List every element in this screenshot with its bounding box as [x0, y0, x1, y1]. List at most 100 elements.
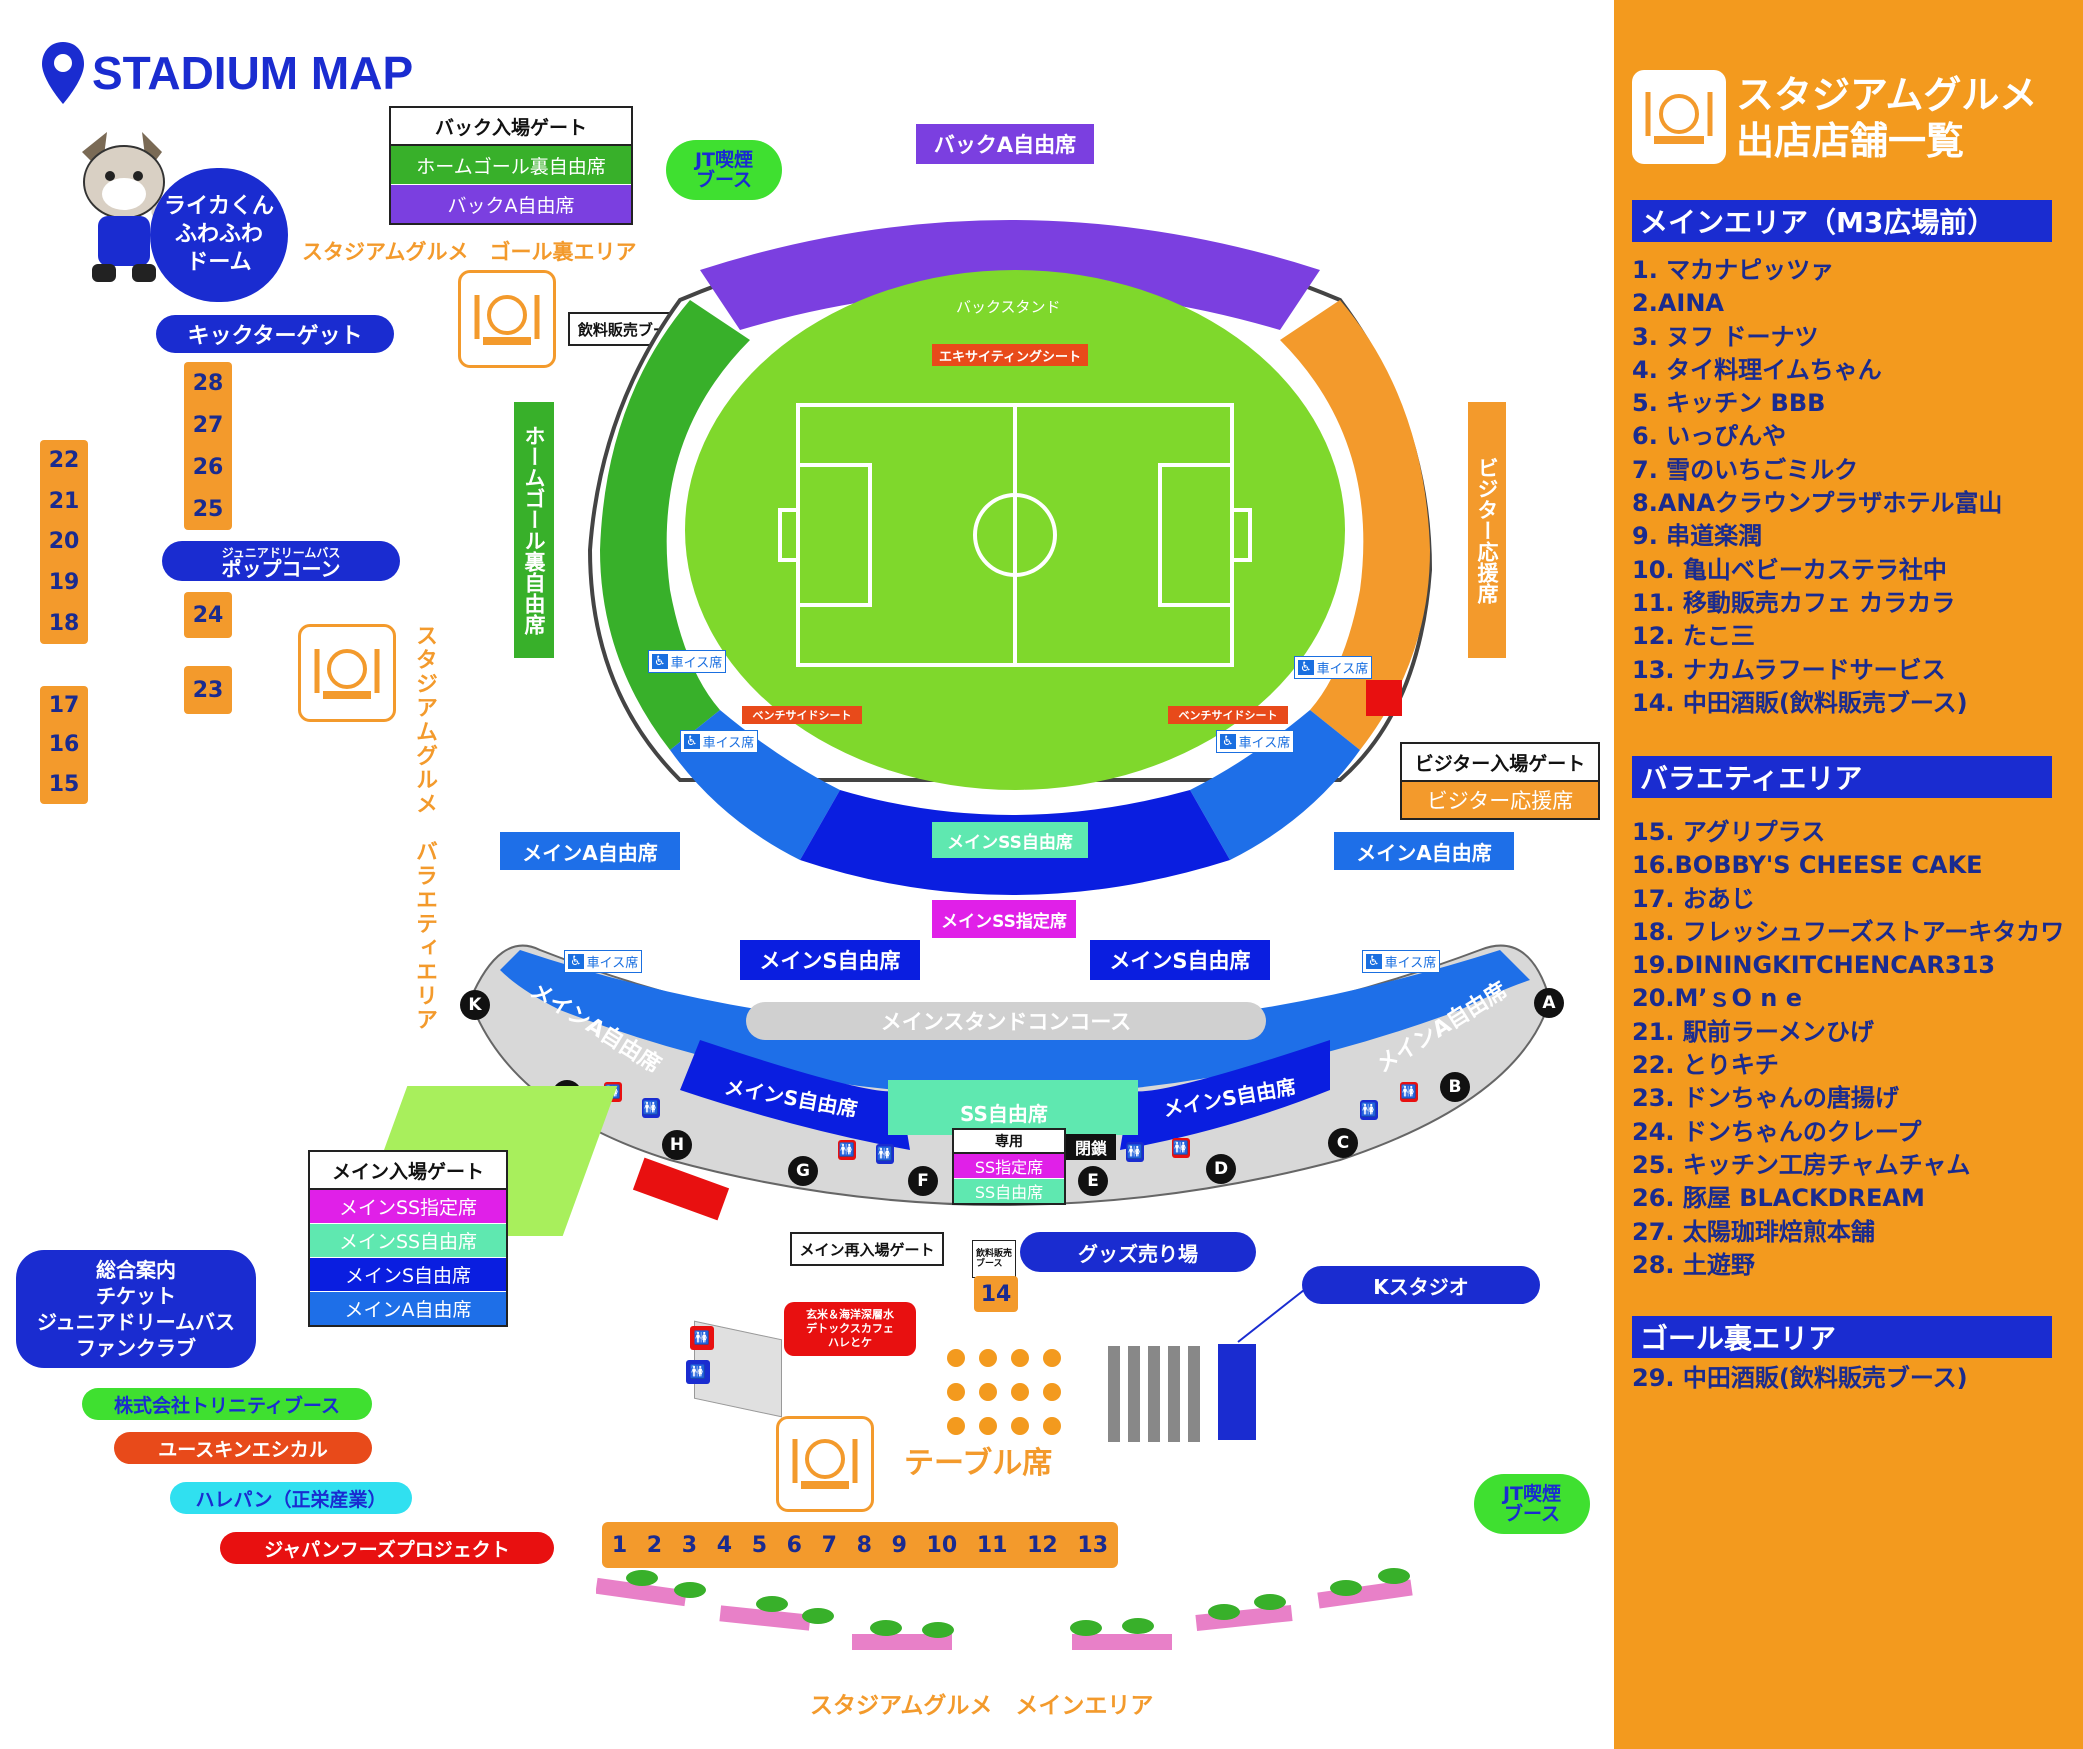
- restroom-icon: 🚻: [1126, 1142, 1144, 1162]
- list-item: 18. フレッシュフーズストアーキタカワ: [1632, 917, 2065, 946]
- restroom-icon: 🚻: [642, 1098, 660, 1118]
- sidebar-title: スタジアムグルメ 出店店舗一覧: [1736, 73, 2038, 163]
- map-pin-icon: [40, 40, 86, 106]
- list-item: 25. キッチン工房チャムチャム: [1632, 1150, 1971, 1179]
- list-item: 17. おあじ: [1632, 884, 1755, 913]
- list-item: 26. 豚屋 BLACKDREAM: [1632, 1184, 1925, 1213]
- gate-g: G: [788, 1156, 818, 1186]
- page-title: STADIUM MAP: [92, 47, 414, 99]
- sponsor-yuskin: ユースキンエシカル: [114, 1432, 372, 1464]
- kick-target-label: キックターゲット: [156, 315, 394, 353]
- list-item: 29. 中田酒販(飲料販売ブース): [1632, 1364, 1968, 1392]
- gourmet-logo-icon: [776, 1416, 874, 1512]
- list-item: 14. 中田酒販(飲料販売ブース): [1632, 688, 1968, 717]
- list-item: 27. 太陽珈琲焙煎本舗: [1632, 1217, 1875, 1246]
- gate-f: F: [908, 1166, 938, 1196]
- mascot-dome-label: ライカくん ふわふわ ドーム: [150, 168, 288, 302]
- list-item: 22. とりキチ: [1632, 1051, 1779, 1080]
- gourmet-logo-icon: [298, 624, 396, 722]
- sponsor-japanfoods: ジャパンフーズプロジェクト: [220, 1532, 554, 1564]
- stadium-graphic: [587, 220, 1433, 895]
- booth-14: 14: [974, 1276, 1018, 1312]
- visitor-gate-marker: [1366, 680, 1402, 716]
- list-item: 15. アグリプラス: [1632, 818, 1826, 846]
- list-item: 4. タイ料理イムちゃん: [1632, 355, 1882, 384]
- bench-side-seat-left: ベンチサイドシート: [742, 706, 862, 724]
- list-item: 3. ヌフ ドーナツ: [1632, 322, 1819, 351]
- restroom-icon: 🚻: [690, 1326, 714, 1350]
- list-item: 11. 移動販売カフェ カラカラ: [1632, 588, 1956, 617]
- k-studio-area: [1218, 1344, 1256, 1440]
- gourmet-logo-icon: [458, 270, 556, 368]
- list-item: 19.DININGKITCHENCAR313: [1632, 951, 1996, 980]
- list-item: 21. 駅前ラーメンひげ: [1632, 1017, 1874, 1046]
- shop-list-sidebar: スタジアムグルメ 出店店舗一覧 メインエリア（M3広場前） 1. マカナピッツァ…: [1614, 0, 2083, 1749]
- restroom-icon: 🚻: [1400, 1082, 1418, 1102]
- k-studio-connector: [1237, 1289, 1305, 1343]
- main-a-free-right: メインA自由席: [1334, 832, 1514, 870]
- stall-23: 23: [184, 666, 232, 714]
- concourse-graphic: [468, 944, 1552, 1206]
- gate-d: D: [1206, 1154, 1236, 1184]
- variety-area-shop-list: 15. アグリプラス 16.BOBBY'S CHEESE CAKE 17. おあ…: [1632, 816, 2064, 1282]
- gate-e: E: [1078, 1166, 1108, 1196]
- main-s-free-right: メインS自由席: [1090, 940, 1270, 980]
- sponsor-trinity: 株式会社トリニティブース: [82, 1388, 372, 1420]
- gate-b: B: [1440, 1072, 1470, 1102]
- list-item: 2.AINA: [1632, 289, 1724, 318]
- bench-grid: [1108, 1346, 1200, 1442]
- home-goal-free-label: ホームゴール裏自由席: [514, 402, 554, 658]
- restroom-icon: 🚻: [1360, 1100, 1378, 1120]
- visitor-entry-gate: ビジター入場ゲート ビジター応援席: [1400, 742, 1600, 820]
- visitor-support-label: ビジター応援席: [1468, 402, 1506, 658]
- wheelchair-seat: ♿車イス席: [564, 950, 643, 973]
- main-ss-reserved-label: メインSS指定席: [932, 900, 1076, 938]
- restroom-icon: 🚻: [838, 1140, 856, 1160]
- main-entry-gate: メイン入場ゲート メインSS指定席 メインSS自由席 メインS自由席 メインA自…: [308, 1150, 508, 1327]
- list-item: 10. 亀山ベビーカステラ社中: [1632, 555, 1947, 584]
- main-stand-concourse: メインスタンドコンコース: [746, 1002, 1266, 1040]
- gate-c: C: [1328, 1128, 1358, 1158]
- wheelchair-seat: ♿車イス席: [1362, 950, 1441, 973]
- jt-smoking-booth: JT喫煙 ブース: [666, 140, 782, 200]
- gate-a: A: [1534, 988, 1564, 1018]
- general-info-box: 総合案内 チケット ジュニアドリームバス ファンクラブ: [16, 1250, 256, 1368]
- list-item: 9. 串道楽潤: [1632, 522, 1763, 551]
- detox-cafe: 玄米＆海洋深層水 デトックスカフェ ハレとケ: [784, 1302, 916, 1356]
- list-item: 28. 土遊野: [1632, 1250, 1755, 1279]
- ss-free-concourse: SS自由席: [960, 1102, 1048, 1126]
- section-goal-area: ゴール裏エリア: [1632, 1316, 2052, 1358]
- wheelchair-seat: ♿車イス席: [648, 650, 727, 673]
- main-ss-free-label: メインSS自由席: [932, 822, 1088, 858]
- list-item: 24. ドンちゃんのクレープ: [1632, 1117, 1922, 1146]
- main-a-free-left: メインA自由席: [500, 832, 680, 870]
- wheelchair-seat: ♿車イス席: [1216, 730, 1295, 753]
- restroom-icon: 🚻: [686, 1360, 710, 1384]
- list-item: 16.BOBBY'S CHEESE CAKE: [1632, 851, 1983, 880]
- exciting-seat-label: エキサイティングシート: [932, 344, 1088, 366]
- wheelchair-seat: ♿車イス席: [1294, 656, 1373, 679]
- gourmet-goal-area-label: スタジアムグルメ ゴール裏エリア: [302, 240, 637, 264]
- exclusive-gate: 専用 SS指定席 SS自由席: [952, 1128, 1066, 1205]
- restroom-icon: 🚻: [876, 1144, 894, 1164]
- junior-bus-popcorn: ジュニアドリームバスポップコーン: [162, 541, 400, 581]
- section-variety-area: バラエティエリア: [1632, 756, 2052, 798]
- main-s-free-left: メインS自由席: [740, 940, 920, 980]
- main-stand-label: メインスタンド: [958, 788, 1063, 806]
- gourmet-logo-icon: [1632, 70, 1726, 164]
- list-item: 23. ドンちゃんの唐揚げ: [1632, 1084, 1899, 1113]
- stall-24: 24: [184, 592, 232, 638]
- list-item: 12. たこ三: [1632, 622, 1755, 651]
- back-a-free-label: バックA自由席: [916, 124, 1094, 164]
- back-stand-label: バックスタンド: [956, 298, 1061, 316]
- wheelchair-seat: ♿車イス席: [680, 730, 759, 753]
- list-item: 5. キッチン BBB: [1632, 389, 1826, 418]
- main-reentry-gate: メイン再入場ゲート: [790, 1232, 944, 1266]
- list-item: 13. ナカムラフードサービス: [1632, 655, 1946, 684]
- closed-label: 閉鎖: [1066, 1134, 1116, 1160]
- table-seat-label: テーブル席: [904, 1446, 1053, 1481]
- list-item: 7. 雪のいちごミルク: [1632, 455, 1859, 484]
